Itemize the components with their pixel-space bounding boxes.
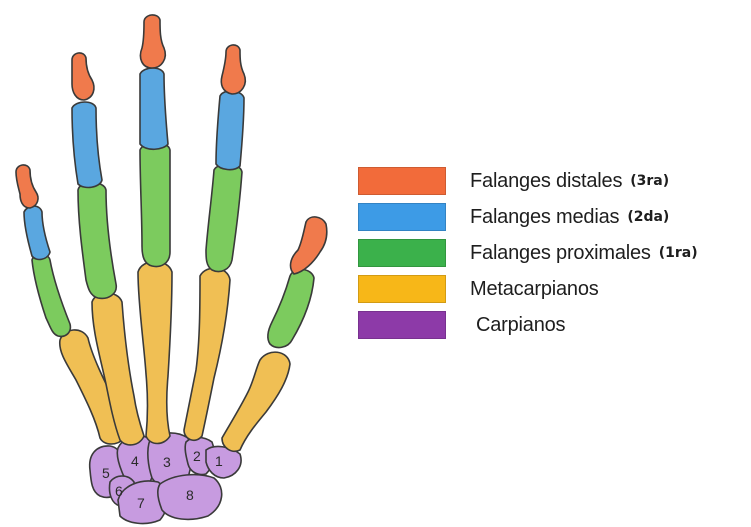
- carpal-number-5: 5: [102, 465, 110, 481]
- legend-item-carpal: Carpianos: [358, 307, 748, 343]
- distal-phalanges: [16, 15, 327, 274]
- proximal-phalanx-5: [32, 254, 70, 336]
- carpal-number-1: 1: [215, 453, 223, 469]
- carpal-number-6: 6: [115, 483, 123, 499]
- legend-item-medial: Falanges medias (2da): [358, 199, 748, 235]
- metacarpal-3: [138, 262, 172, 444]
- distal-phalanx-2: [221, 45, 245, 94]
- medial-phalanx-4: [72, 102, 102, 187]
- legend-label-medial: Falanges medias: [470, 206, 619, 229]
- medial-phalanx-2: [216, 91, 244, 170]
- proximal-phalanx-2: [206, 164, 242, 271]
- legend-note-proximal: (1ra): [659, 245, 698, 261]
- distal-phalanx-5: [16, 165, 38, 208]
- legend-label-carpal: Carpianos: [476, 314, 565, 337]
- carpal-number-4: 4: [131, 453, 139, 469]
- distal-phalanx-3: [140, 15, 165, 68]
- proximal-phalanx-1: [268, 269, 314, 347]
- legend-note-distal: (3ra): [630, 173, 669, 189]
- carpal-number-3: 3: [163, 454, 171, 470]
- legend-swatch-carpal: [358, 311, 446, 339]
- legend-item-proximal: Falanges proximales (1ra): [358, 235, 748, 271]
- legend-label-proximal: Falanges proximales: [470, 242, 651, 265]
- legend-swatch-distal: [358, 167, 446, 195]
- carpal-number-7: 7: [137, 495, 145, 511]
- medial-phalanx-3: [140, 68, 168, 149]
- distal-phalanx-4: [72, 53, 94, 100]
- proximal-phalanx-4: [78, 183, 116, 299]
- legend-item-metacarpal: Metacarpianos: [358, 271, 748, 307]
- legend-label-distal: Falanges distales: [470, 170, 622, 193]
- legend-swatch-metacarpal: [358, 275, 446, 303]
- distal-phalanx-1: [291, 217, 327, 274]
- proximal-phalanges: [32, 143, 314, 348]
- legend-label-metacarpal: Metacarpianos: [470, 278, 599, 301]
- legend-swatch-medial: [358, 203, 446, 231]
- medial-phalanx-5: [24, 206, 50, 259]
- proximal-phalanx-3: [140, 143, 170, 267]
- metacarpal-1: [222, 352, 290, 451]
- legend-note-medial: (2da): [627, 209, 669, 225]
- legend-swatch-proximal: [358, 239, 446, 267]
- carpal-bones: [90, 433, 241, 524]
- legend-item-distal: Falanges distales (3ra): [358, 163, 748, 199]
- carpal-number-2: 2: [193, 448, 201, 464]
- carpal-number-8: 8: [186, 487, 194, 503]
- legend: Falanges distales (3ra) Falanges medias …: [358, 163, 748, 343]
- metacarpal-2: [184, 268, 230, 440]
